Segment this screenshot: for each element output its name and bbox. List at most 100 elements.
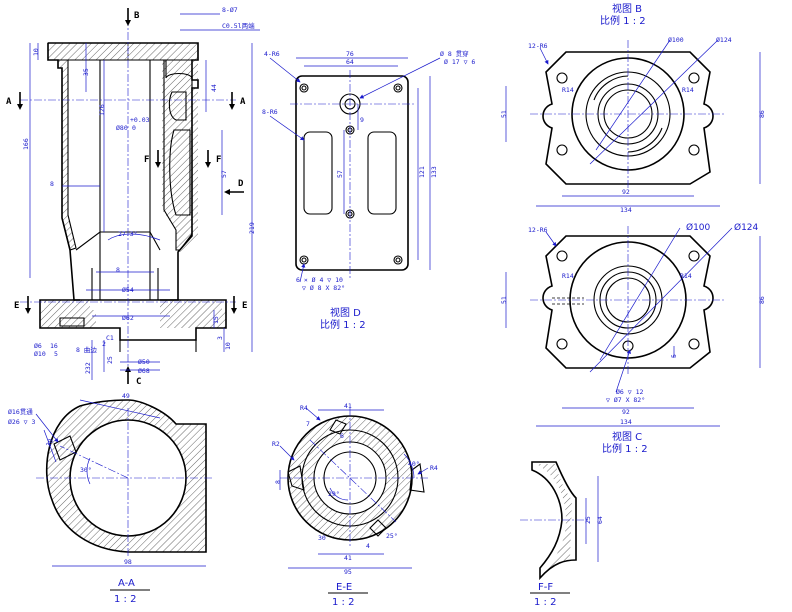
view-c-radius: 12-R6: [528, 226, 548, 234]
section-marker-f-right: F: [216, 155, 221, 165]
view-d-counter-note: Ø 17 ▽ 6: [444, 58, 475, 66]
view-ff-scale: 1 : 2: [534, 597, 556, 608]
view-c-d51: 51: [500, 296, 508, 304]
section-marker-f-left: F: [144, 155, 149, 165]
view-ee-r4-right: R4: [430, 464, 438, 472]
dim-angle: 27.3°: [118, 230, 138, 238]
view-d-dim-121: 121: [418, 166, 426, 178]
view-ee-r4-top: R4: [300, 404, 308, 412]
view-c-hole-1: Ø6 ▽ 12: [616, 388, 643, 396]
view-ee-d95: 95: [344, 568, 352, 576]
dim-bore: Ø80: [116, 124, 128, 132]
view-aa-d49: 49: [122, 392, 130, 400]
dim-35: 35: [82, 68, 90, 76]
view-ee-title: E-E: [336, 582, 352, 593]
dim-68: Ø68: [138, 367, 150, 375]
view-ee-angle-25: 25°: [386, 532, 398, 540]
section-marker-d: D: [238, 179, 244, 189]
view-c-r14-right: R14: [680, 272, 692, 280]
view-b-title: 视图 B: [612, 2, 642, 15]
dim-15: 15: [212, 316, 220, 324]
view-b: 视图 B 比例 1 : 2 12-R6 Ø100 Ø124 R14 R14 51…: [500, 2, 766, 214]
section-marker-a-right: A: [240, 97, 246, 107]
view-ee-angle-40: 40°: [408, 460, 420, 468]
section-marker-a-left: A: [6, 97, 12, 107]
main-section-view: B A A F F D E E C: [6, 6, 260, 387]
view-ee-d41-top: 41: [344, 402, 352, 410]
view-c-d92: 92: [622, 408, 630, 416]
view-e-e: R4 41 7 6 R2 8 40° R4 29° 30 4 25° 41 95…: [272, 402, 438, 608]
view-ee-d30: 30: [318, 534, 326, 542]
dim-50: Ø50: [138, 358, 150, 366]
view-ee-angle-29: 29°: [328, 490, 340, 498]
view-ee-d8: 8: [274, 480, 282, 484]
view-c: 12-R6 Ø100 Ø124 R14 R14 51 86 5 Ø6 ▽ 12 …: [500, 222, 766, 455]
dim-8-cone: 8: [116, 266, 120, 274]
section-marker-e-right: E: [242, 301, 247, 311]
view-aa-d30: 30: [44, 438, 55, 449]
view-c-d100: Ø100: [686, 222, 711, 233]
dim-8-wall: 8: [50, 180, 54, 188]
view-b-d134: 134: [620, 206, 632, 214]
view-ee-d6: 6: [340, 432, 344, 440]
dim-219: 219: [248, 222, 256, 234]
view-ee-d7: 7: [306, 420, 310, 428]
view-ff-d64: 64: [596, 516, 604, 524]
view-c-d86: 86: [758, 296, 766, 304]
view-aa-thru: Ø16贯通: [8, 407, 33, 416]
view-b-r14-right: R14: [682, 86, 694, 94]
view-d-title: 视图 D: [330, 306, 361, 319]
dim-bore-tol-lower: 0: [132, 124, 136, 132]
section-marker-e-left: E: [14, 301, 19, 311]
view-aa-scale: 1 : 2: [114, 594, 136, 605]
view-ff-title: F-F: [538, 582, 553, 593]
dim-bore-tol-upper: +0.03: [130, 116, 150, 124]
view-d-scale: 比例 1 : 2: [320, 318, 366, 331]
view-ee-d4: 4: [366, 542, 370, 550]
view-d-radius-top: 4-R6: [264, 50, 280, 58]
dim-c1: C1: [106, 334, 114, 342]
view-b-d92: 92: [622, 188, 630, 196]
dim-chamfer-note: 8 曲边: [76, 345, 97, 354]
dim-counterbore: Ø10: [34, 350, 46, 358]
view-aa-angle: 30°: [80, 466, 92, 474]
view-d-radius-slot: 8-R6: [262, 108, 278, 116]
view-d-bottom-note-1: 6 × Ø 4 ▽ 10: [296, 276, 343, 284]
dim-top-thread: 8-Ø7: [222, 6, 238, 14]
view-b-radius: 12-R6: [528, 42, 548, 50]
view-d-dim-133: 133: [430, 166, 438, 178]
section-marker-b-top: B: [134, 11, 140, 21]
dim-166: 166: [22, 138, 30, 150]
dim-3: 3: [216, 336, 224, 340]
view-b-scale: 比例 1 : 2: [600, 14, 646, 27]
dim-2: 2: [102, 340, 106, 348]
view-b-d51: 51: [500, 110, 508, 118]
dim-top-chamfer: C0.5l两端: [222, 21, 255, 30]
view-c-scale: 比例 1 : 2: [602, 442, 648, 455]
dim-hole-depth: 16: [50, 342, 58, 350]
view-c-d134: 134: [620, 418, 632, 426]
view-a-a: Ø16贯通 Ø26 ▽ 3 49 30 30° 98 A-A 1 : 2: [8, 392, 214, 605]
view-ff-d25: 25: [584, 516, 592, 524]
dim-57: 57: [220, 170, 228, 178]
dim-126: 126: [98, 104, 106, 116]
dim-hole: Ø6: [34, 342, 42, 350]
dim-62: Ø62: [122, 314, 134, 322]
view-d: 4-R6 76 64 Ø 8 贯穿 Ø 17 ▽ 6 8-R6 9 57 121…: [262, 49, 475, 331]
view-d-bottom-note-2: ▽ Ø 8 X 82°: [302, 284, 345, 292]
view-aa-counter: Ø26 ▽ 3: [8, 418, 35, 426]
dim-25: 25: [106, 356, 114, 364]
view-ee-r2: R2: [272, 440, 280, 448]
view-b-d100: Ø100: [668, 36, 684, 44]
view-b-d124: Ø124: [716, 36, 732, 44]
view-c-r14-left: R14: [562, 272, 574, 280]
dim-44: 44: [210, 84, 218, 92]
dim-counterbore-depth: 5: [54, 350, 58, 358]
dim-232: 232: [84, 362, 92, 374]
view-c-d5: 5: [670, 354, 678, 358]
view-c-title: 视图 C: [612, 430, 642, 443]
view-d-width-inner: 64: [346, 58, 354, 66]
view-aa-d98: 98: [124, 558, 132, 566]
view-c-d124: Ø124: [734, 222, 759, 233]
